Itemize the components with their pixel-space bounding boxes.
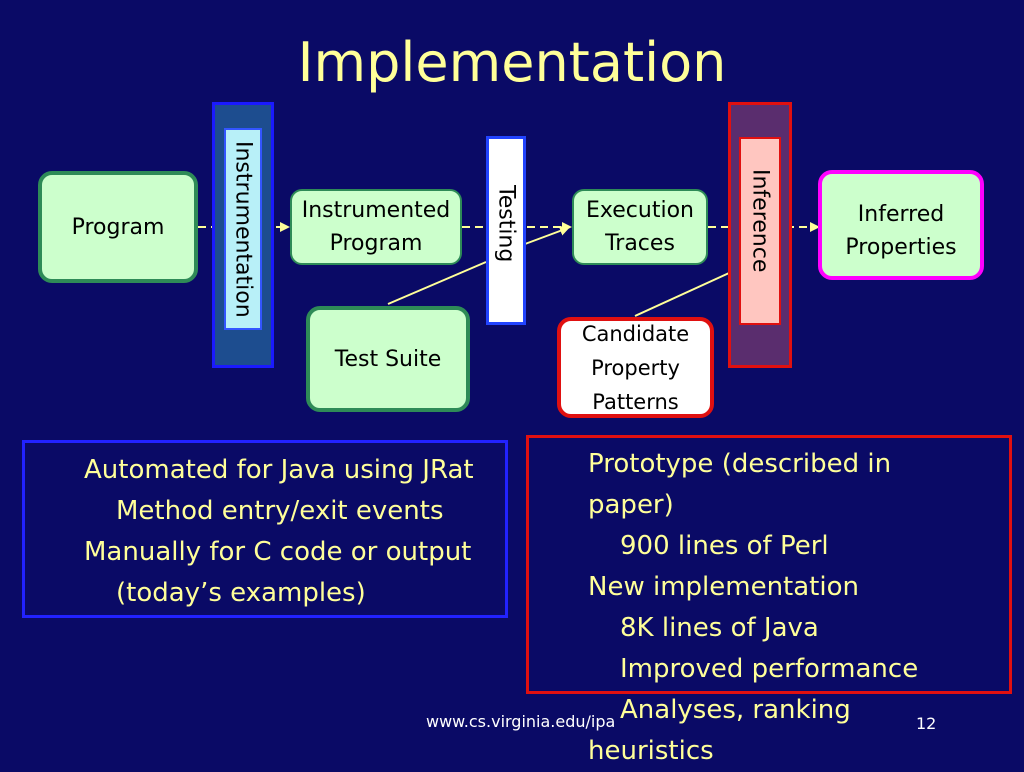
right-panel (526, 435, 1012, 694)
right-item-perl: 900 lines of Perl (620, 531, 829, 561)
inferred-properties-box: Inferred Properties (818, 170, 984, 280)
left-item-method-events: Method entry/exit events (116, 496, 444, 526)
right-item-prototype: Prototype (described in paper) (588, 449, 892, 520)
right-item-analyses: Analyses, ranking heuristics (588, 695, 851, 766)
arrow-testing-to-execution (524, 226, 570, 245)
testing-label: Testing (493, 185, 519, 263)
left-item-todays-examples: (today’s examples) (116, 578, 366, 608)
test-suite-box: Test Suite (306, 306, 470, 412)
line-candidate-to-inference (634, 267, 741, 317)
page-number: 12 (916, 714, 937, 733)
inferred-properties-line1: Inferred (857, 202, 945, 227)
left-panel (22, 440, 508, 618)
instrumented-program-line1: Instrumented (301, 198, 451, 223)
execution-traces-line1: Execution (586, 198, 694, 223)
program-label: Program (71, 214, 165, 240)
program-box: Program (38, 171, 198, 283)
instrumented-program-line2: Program (329, 231, 423, 256)
candidate-patterns-line1: Candidate (581, 321, 690, 346)
left-item-manual-c: Manually for C code or output (84, 537, 472, 567)
line-testsuite-to-testing (387, 261, 487, 305)
test-suite-label: Test Suite (334, 346, 442, 372)
left-panel-list: Automated for Java using JRat Method ent… (84, 450, 504, 614)
instrumentation-label: Instrumentation (230, 140, 256, 318)
left-item-automated-java: Automated for Java using JRat (84, 455, 474, 485)
candidate-patterns-box: Candidate Property Patterns (557, 317, 714, 418)
inference-label: Inference (747, 169, 773, 273)
right-item-java: 8K lines of Java (620, 613, 819, 643)
footer-url: www.cs.virginia.edu/ipa (426, 712, 616, 731)
execution-traces-box: Execution Traces (572, 189, 708, 265)
candidate-patterns-line3: Patterns (592, 389, 679, 414)
inferred-properties-line2: Properties (845, 235, 957, 260)
slide-title: Implementation (297, 31, 727, 94)
inference-stage: Inference (739, 137, 781, 325)
execution-traces-line2: Traces (605, 231, 675, 256)
instrumentation-stage: Instrumentation (224, 128, 262, 330)
instrumented-program-box: Instrumented Program (290, 189, 462, 265)
right-panel-list: Prototype (described in paper) 900 lines… (588, 444, 968, 772)
right-item-performance: Improved performance (620, 654, 919, 684)
testing-stage: Testing (486, 136, 526, 325)
right-item-new-impl: New implementation (588, 572, 859, 602)
candidate-patterns-line2: Property (591, 355, 680, 380)
